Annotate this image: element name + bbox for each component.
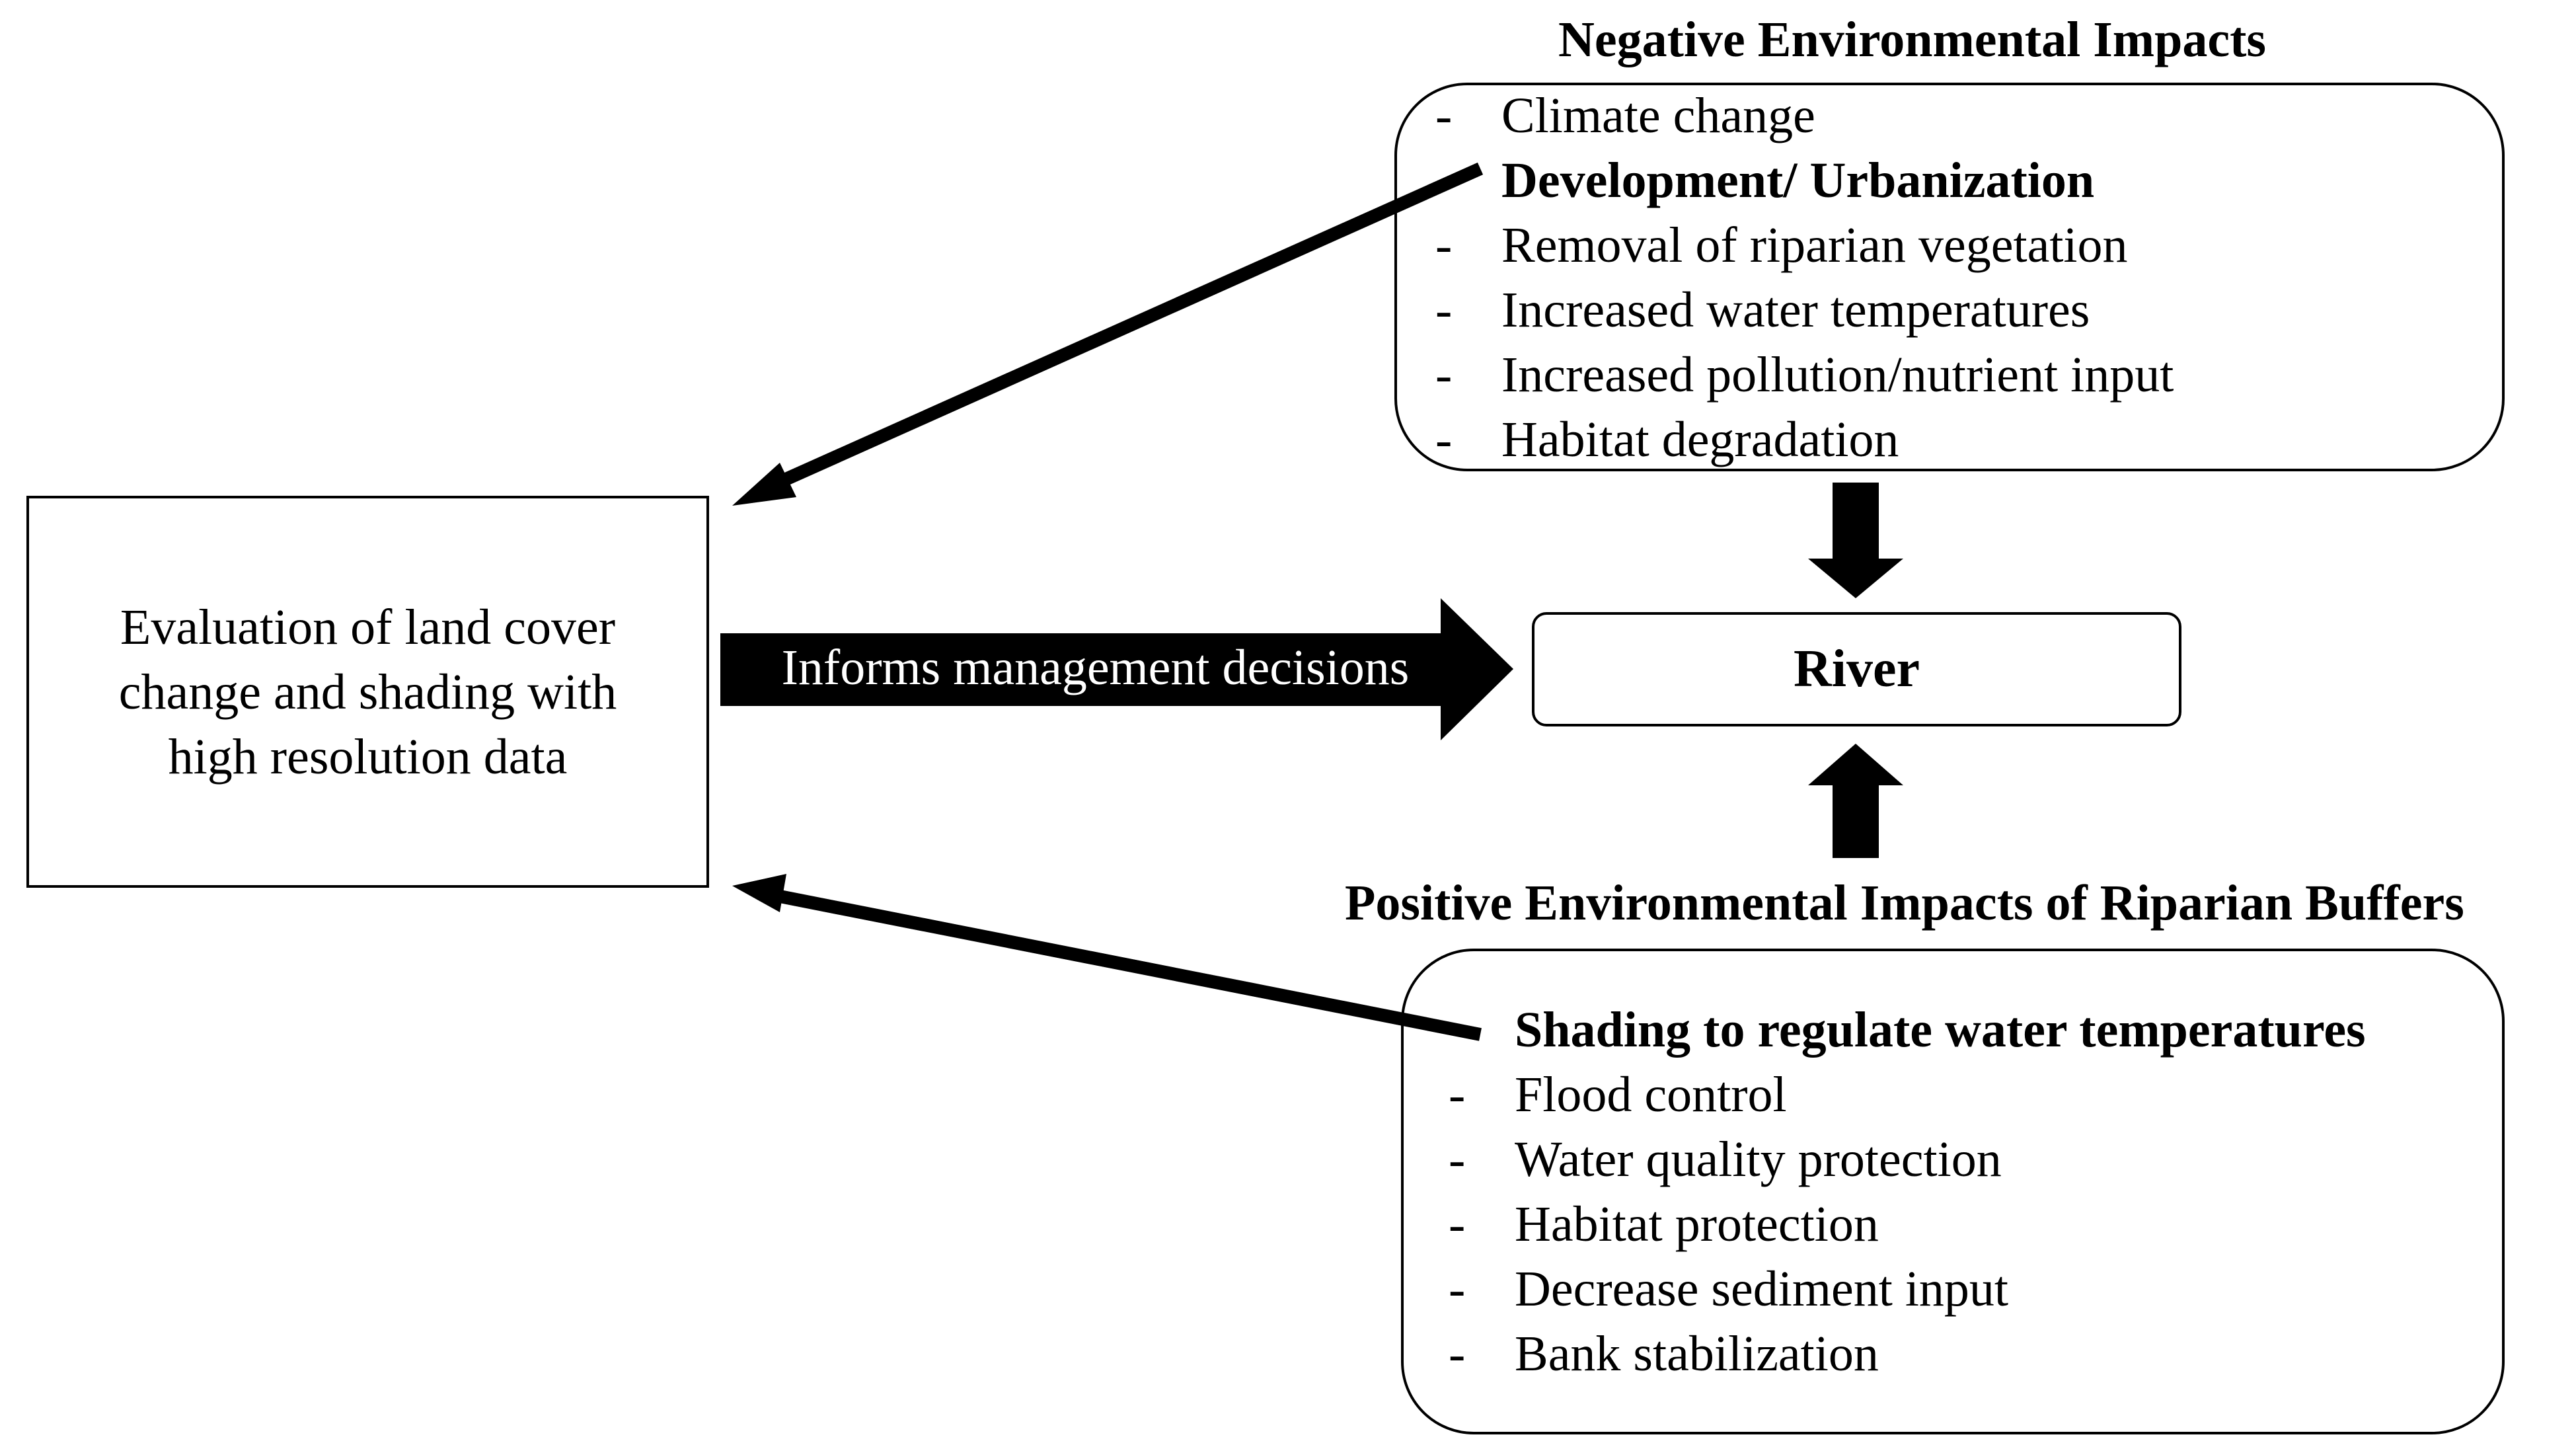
- shading-arrow-head: [732, 874, 786, 912]
- evaluation-text: Evaluation of land cover change and shad…: [118, 599, 617, 785]
- bullet-dash: -: [1449, 1326, 1466, 1382]
- development-arrow-shaft: [763, 162, 1484, 494]
- list-item-text: Removal of riparian vegetation: [1501, 217, 2128, 273]
- negative-impacts-list: -Climate change Development/ Urbanizatio…: [1435, 83, 2174, 472]
- list-item: Development/ Urbanization: [1501, 148, 2174, 213]
- positive-impacts-list: Shading to regulate water temperatures -…: [1449, 997, 2366, 1386]
- informs-arrow: [720, 598, 1513, 740]
- bullet-dash: -: [1435, 347, 1453, 403]
- down-arrow: [1808, 483, 1903, 598]
- list-item: -Bank stabilization: [1449, 1321, 2366, 1386]
- list-item-text: Increased pollution/nutrient input: [1501, 347, 2174, 403]
- list-item: -Water quality protection: [1449, 1127, 2366, 1192]
- list-item-text: Flood control: [1515, 1067, 1787, 1122]
- list-item-text: Water quality protection: [1515, 1132, 2002, 1187]
- bullet-dash: -: [1435, 217, 1453, 273]
- river-box: River: [1532, 612, 2181, 726]
- list-item-text: Increased water temperatures: [1501, 282, 2090, 338]
- bullet-dash: -: [1435, 88, 1453, 143]
- list-item: -Flood control: [1449, 1062, 2366, 1127]
- evaluation-box: Evaluation of land cover change and shad…: [26, 496, 709, 888]
- bullet-dash: -: [1449, 1132, 1466, 1187]
- list-item: -Climate change: [1435, 83, 2174, 148]
- list-item-text: Habitat protection: [1515, 1196, 1879, 1252]
- list-item: -Increased water temperatures: [1435, 278, 2174, 342]
- bullet-dash: -: [1449, 1261, 1466, 1317]
- positive-impacts-box: [1401, 949, 2505, 1434]
- shading-arrow-shaft: [765, 887, 1482, 1041]
- list-item-text: Climate change: [1501, 88, 1815, 143]
- list-item-text: Shading to regulate water temperatures: [1515, 1002, 2366, 1058]
- list-item: -Habitat protection: [1449, 1192, 2366, 1257]
- bullet-dash: -: [1435, 282, 1453, 338]
- bullet-dash: -: [1449, 1067, 1466, 1122]
- bullet-dash: -: [1449, 1196, 1466, 1252]
- list-item: -Increased pollution/nutrient input: [1435, 342, 2174, 407]
- informs-label: Informs management decisions: [781, 639, 1410, 695]
- bullet-dash: -: [1435, 412, 1453, 467]
- negative-impacts-box: [1394, 83, 2505, 471]
- list-item: -Decrease sediment input: [1449, 1257, 2366, 1321]
- positive-impacts-heading: Positive Environmental Impacts of Ripari…: [1345, 875, 2464, 931]
- list-item-text: Development/ Urbanization: [1501, 153, 2095, 208]
- development-arrow-head: [732, 463, 796, 506]
- up-arrow: [1808, 744, 1903, 858]
- river-label: River: [1793, 640, 1920, 698]
- negative-impacts-heading: Negative Environmental Impacts: [1558, 12, 2266, 67]
- list-item-text: Decrease sediment input: [1515, 1261, 2009, 1317]
- list-item: Shading to regulate water temperatures: [1515, 997, 2366, 1062]
- list-item: -Removal of riparian vegetation: [1435, 213, 2174, 278]
- list-item-text: Bank stabilization: [1515, 1326, 1879, 1382]
- list-item: -Habitat degradation: [1435, 407, 2174, 472]
- list-item-text: Habitat degradation: [1501, 412, 1899, 467]
